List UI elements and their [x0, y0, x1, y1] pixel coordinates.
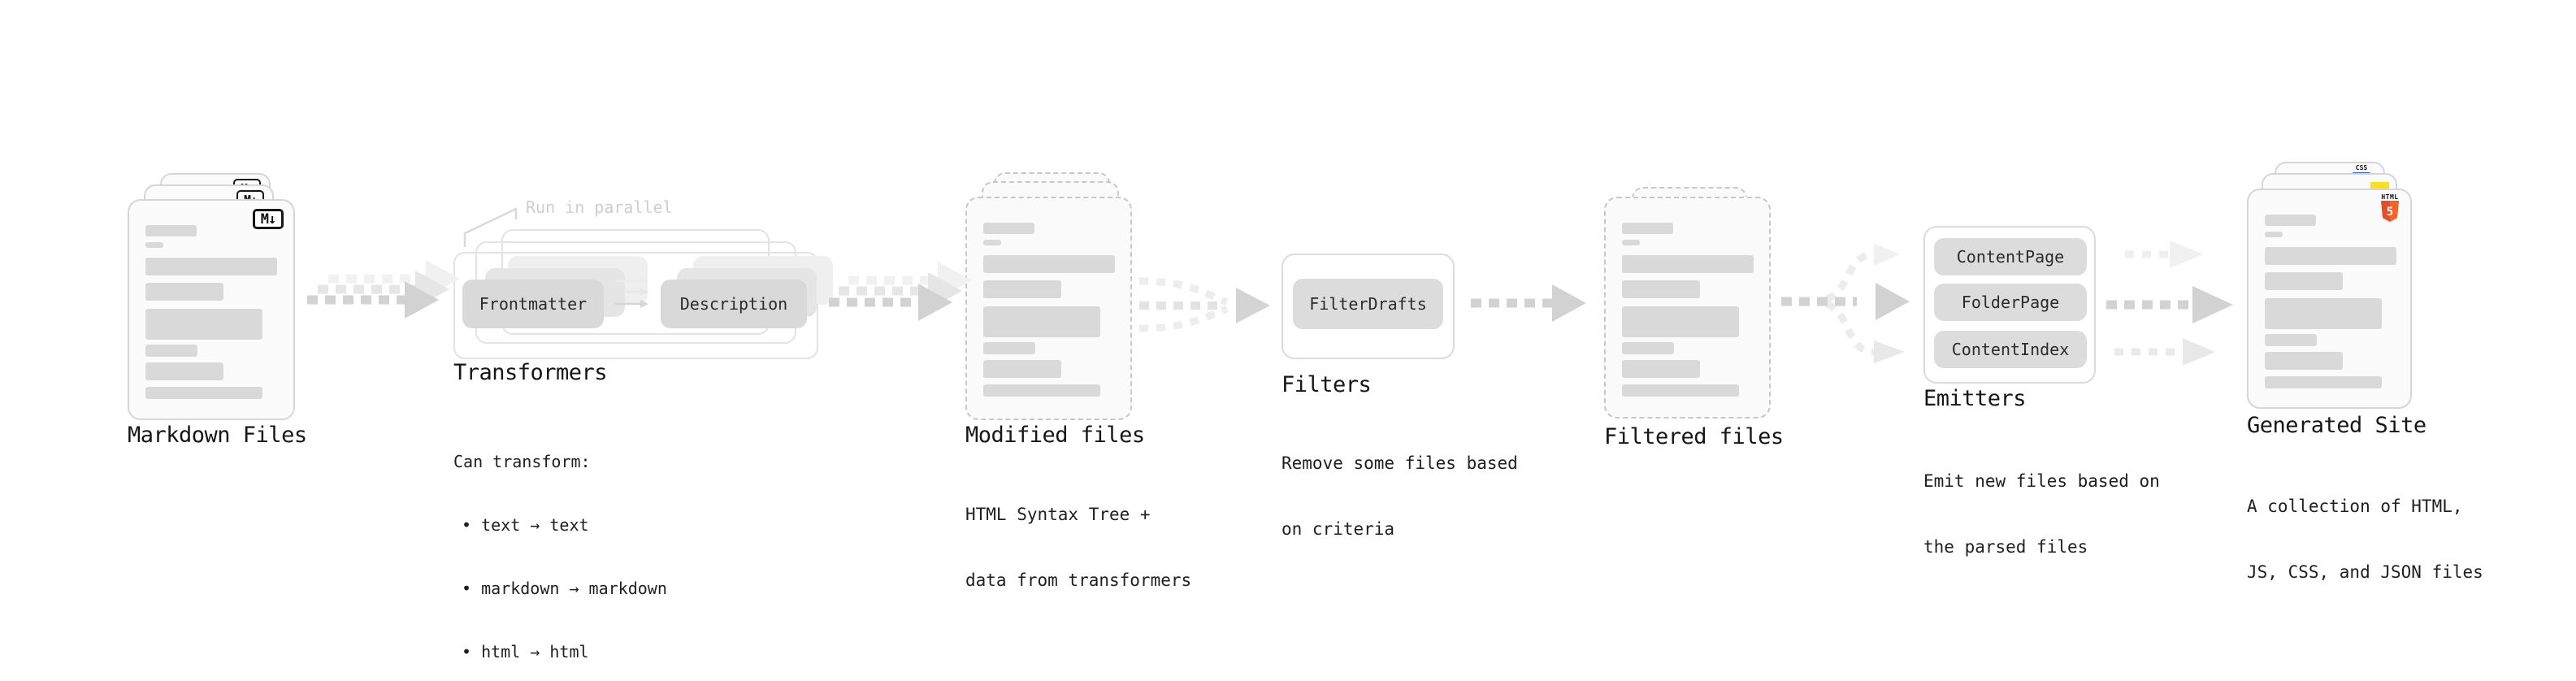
filterdrafts-pill: FilterDrafts — [1293, 279, 1443, 329]
doc-line-placeholder — [983, 360, 1061, 378]
html5-icon-number: 5 — [2387, 206, 2393, 219]
doc-line-placeholder — [145, 283, 223, 301]
css-file-icon-label: CSS — [2355, 164, 2368, 171]
note-line: • html → html — [462, 642, 589, 661]
transformers-note: Can transform: • text → text • markdown … — [453, 409, 667, 681]
note-line: Emit new files based on — [1923, 471, 2160, 491]
doc-line-placeholder — [2265, 352, 2343, 370]
arrow-emitters-to-generated — [2106, 241, 2233, 366]
doc-line-placeholder — [983, 384, 1100, 397]
contentpage-pill-label: ContentPage — [1956, 247, 2065, 267]
arrow-markdown-to-transformers — [307, 260, 460, 319]
arrow-filters-to-filtered — [1471, 284, 1586, 322]
stage-title-generated-site: Generated Site — [2247, 413, 2426, 438]
doc-line-placeholder — [2265, 247, 2396, 265]
note-line: data from transformers — [965, 570, 1192, 590]
transformer-container-front — [453, 252, 818, 359]
emitters-note: Emit new files based on the parsed files — [1923, 427, 2160, 602]
doc-line-placeholder — [145, 345, 197, 357]
frontmatter-pill: Frontmatter — [462, 280, 604, 328]
doc-line-placeholder — [2265, 232, 2283, 237]
doc-line-placeholder — [1622, 342, 1674, 354]
contentindex-pill-label: ContentIndex — [1951, 340, 2070, 359]
doc-line-placeholder — [983, 280, 1061, 298]
doc-line-placeholder — [145, 309, 262, 340]
stage-title-markdown-files: Markdown Files — [128, 423, 307, 448]
arrow-modified-to-filters — [1138, 277, 1270, 332]
doc-line-placeholder — [983, 240, 1001, 245]
doc-line-placeholder — [145, 225, 197, 236]
html5-shield: 5 — [2381, 201, 2399, 222]
note-line: on criteria — [1281, 519, 1395, 539]
doc-line-placeholder — [983, 306, 1100, 337]
contentindex-pill: ContentIndex — [1934, 331, 2087, 368]
folderpage-pill-label: FolderPage — [1961, 293, 2060, 312]
generated-doc: HTML 5 — [2247, 189, 2412, 409]
doc-line-placeholder — [1622, 255, 1754, 273]
doc-line-placeholder — [1622, 223, 1673, 234]
note-line: Can transform: — [453, 452, 591, 471]
doc-line-placeholder — [2265, 376, 2382, 388]
note-line: HTML Syntax Tree + — [965, 505, 1151, 524]
markdown-doc: M↓ — [128, 199, 295, 420]
stage-title-filters: Filters — [1281, 372, 1372, 397]
stage-title-modified-files: Modified files — [965, 423, 1145, 448]
doc-line-placeholder — [145, 258, 277, 275]
stage-title-filtered-files: Filtered files — [1604, 424, 1784, 449]
stage-title-transformers: Transformers — [453, 360, 608, 385]
filters-note: Remove some files based on criteria — [1281, 409, 1518, 584]
doc-line-placeholder — [145, 362, 223, 380]
note-line: Remove some files based — [1281, 453, 1518, 473]
doc-line-placeholder — [2265, 334, 2317, 346]
doc-line-placeholder — [983, 255, 1115, 273]
generated-site-note: A collection of HTML, JS, CSS, and JSON … — [2247, 452, 2483, 627]
doc-line-placeholder — [2265, 298, 2382, 329]
note-line: the parsed files — [1923, 537, 2088, 557]
html5-icon-word: HTML — [2381, 193, 2399, 201]
folderpage-pill: FolderPage — [1934, 284, 2087, 321]
markdown-icon: M↓ — [253, 209, 284, 229]
doc-line-placeholder — [983, 342, 1035, 354]
markdown-icon-label: M↓ — [260, 210, 277, 228]
stage-title-emitters: Emitters — [1923, 386, 2027, 411]
note-line: • text → text — [462, 515, 589, 535]
doc-line-placeholder — [1622, 384, 1739, 397]
note-line: • markdown → markdown — [462, 579, 667, 598]
filterdrafts-pill-label: FilterDrafts — [1309, 294, 1427, 314]
note-line: A collection of HTML, — [2247, 497, 2463, 516]
modified-doc — [965, 197, 1132, 420]
doc-line-placeholder — [1622, 360, 1700, 378]
doc-line-placeholder — [1622, 240, 1640, 245]
arrow-transformers-to-modified — [829, 262, 972, 321]
doc-line-placeholder — [2265, 272, 2343, 290]
note-line: JS, CSS, and JSON files — [2247, 562, 2483, 582]
html5-icon: HTML 5 — [2380, 193, 2400, 226]
doc-line-placeholder — [2265, 215, 2316, 226]
description-pill: Description — [661, 280, 807, 328]
doc-line-placeholder — [1622, 306, 1739, 337]
arrow-filtered-to-emitters — [1781, 243, 1910, 363]
contentpage-pill: ContentPage — [1934, 238, 2087, 275]
doc-line-placeholder — [983, 223, 1034, 234]
frontmatter-pill-label: Frontmatter — [479, 294, 588, 314]
doc-line-placeholder — [1622, 280, 1700, 298]
run-in-parallel-annotation: Run in parallel — [526, 197, 673, 217]
modified-files-note: HTML Syntax Tree + data from transformer… — [965, 460, 1191, 635]
doc-line-placeholder — [145, 242, 163, 248]
filtered-doc — [1604, 197, 1771, 419]
doc-line-placeholder — [145, 387, 262, 399]
description-pill-label: Description — [679, 294, 788, 314]
